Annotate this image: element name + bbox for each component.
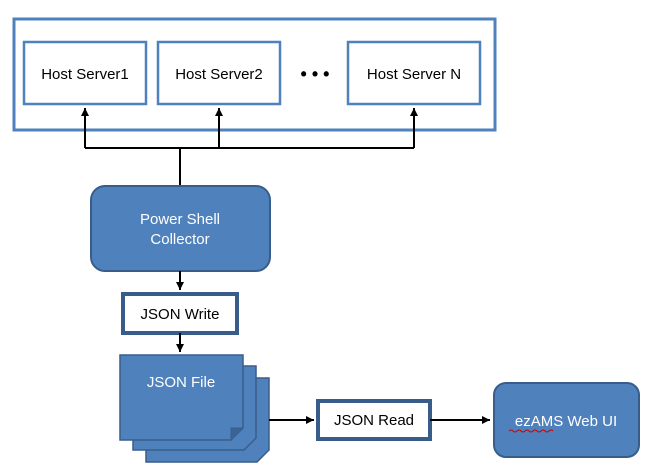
host-server-1-label: Host Server1 bbox=[41, 66, 129, 83]
spellcheck-underline bbox=[508, 429, 554, 433]
host-server-n-label: Host Server N bbox=[367, 66, 461, 83]
web-ui-node: ezAMS Web UI bbox=[493, 382, 640, 458]
collector-label-line2: Collector bbox=[150, 231, 209, 248]
json-file-stack: JSON File bbox=[119, 354, 270, 463]
web-ui-label: ezAMS Web UI bbox=[515, 413, 617, 430]
host-server-2: Host Server2 bbox=[156, 40, 282, 106]
powershell-collector-node: Power Shell Collector bbox=[90, 185, 271, 272]
host-bus-connector bbox=[81, 108, 418, 186]
json-read-box: JSON Read bbox=[316, 399, 432, 441]
json-read-label: JSON Read bbox=[334, 412, 414, 429]
web-ui-label-suffix: Web UI bbox=[563, 413, 617, 430]
host-server-n: Host Server N bbox=[346, 40, 482, 106]
collector-label-line1: Power Shell bbox=[140, 211, 220, 228]
host-ellipsis: • • • bbox=[301, 64, 330, 84]
host-server-2-label: Host Server2 bbox=[175, 66, 263, 83]
json-write-box: JSON Write bbox=[121, 292, 239, 335]
json-file-label: JSON File bbox=[147, 374, 215, 391]
host-server-1: Host Server1 bbox=[22, 40, 148, 106]
web-ui-label-prefix: ezAMS bbox=[515, 413, 563, 430]
json-write-label: JSON Write bbox=[141, 306, 220, 323]
